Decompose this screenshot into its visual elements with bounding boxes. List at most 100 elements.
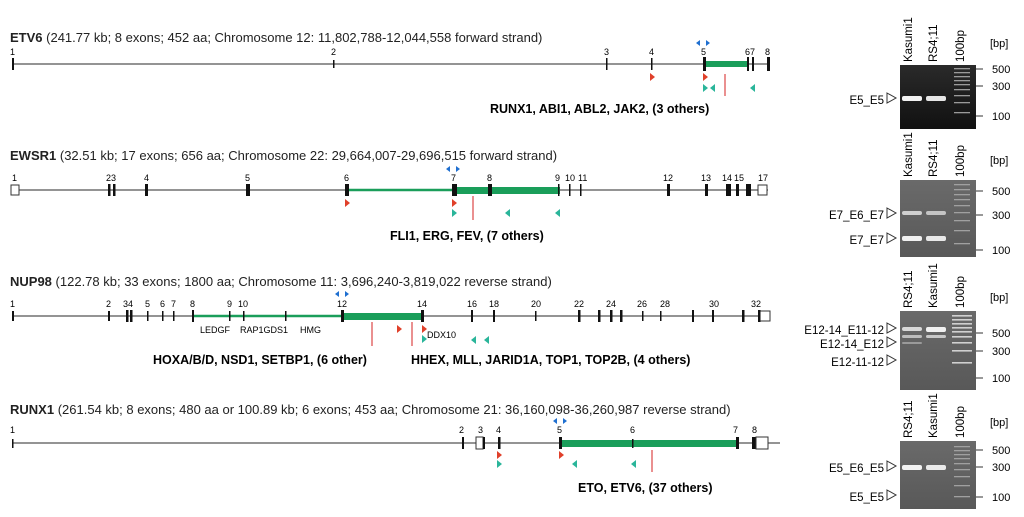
- fusion-partners: FLI1, ERG, FEV, (7 others): [390, 229, 544, 243]
- exon: [471, 310, 473, 322]
- exon: [736, 184, 739, 196]
- lane-label: Kasumi1: [928, 393, 940, 438]
- band-label: E12-14_E11-12: [804, 325, 884, 337]
- forward-primer-icon: [422, 335, 427, 343]
- exon: [493, 310, 495, 322]
- gene-name: NUP98: [10, 274, 52, 289]
- exon-label: 8: [752, 425, 757, 435]
- band-label: E5_E6_E5: [829, 463, 884, 475]
- exon: [598, 310, 601, 322]
- bp-unit-label: [bp]: [990, 292, 1008, 304]
- fusion-partners-2: HHEX, MLL, JARID1A, TOP1, TOP2B, (4 othe…: [411, 353, 690, 367]
- exon: [173, 311, 175, 321]
- gel-band: [902, 327, 922, 331]
- band-arrow-icon: [886, 460, 898, 472]
- domain-label: HMG: [300, 325, 321, 335]
- lane-label: 100bp: [955, 276, 967, 308]
- exon: [692, 310, 694, 322]
- gel-panel-runx1: RS4;11 Kasumi1 100bp [bp] 500 300 100 E5…: [829, 393, 1010, 509]
- lane-label: RS4;11: [928, 24, 940, 62]
- reverse-primer-icon: [555, 209, 560, 217]
- band-label: E5_E5: [849, 95, 884, 107]
- exon-label: 11: [578, 173, 587, 183]
- fusion-region: [342, 313, 422, 320]
- fusion-region: [456, 187, 560, 194]
- ladder-label: 100: [992, 492, 1010, 504]
- exon-3: [606, 58, 608, 70]
- exon-label: 1: [10, 47, 15, 57]
- gel-panel-ewsr1: Kasumi1 RS4;11 100bp [bp] 500 300 100 E7…: [829, 132, 1010, 257]
- exon-label: 1: [10, 299, 15, 309]
- exon-label: 5: [245, 173, 250, 183]
- exon: [246, 184, 250, 196]
- gel-band: [902, 236, 922, 241]
- exon: [535, 311, 537, 321]
- exon-label: 4: [496, 425, 501, 435]
- gene-details: (261.54 kb; 8 exons; 480 aa or 100.89 kb…: [57, 402, 731, 417]
- exon-label: 17: [758, 173, 768, 183]
- fusion-partners: RUNX1, ABI1, ABL2, JAK2, (3 others): [490, 102, 709, 116]
- gel-band: [902, 96, 922, 101]
- gel-band: [926, 327, 946, 332]
- band-arrow-icon: [886, 336, 898, 348]
- forward-primer-icon: [397, 325, 402, 333]
- exon-label: 3: [604, 47, 609, 57]
- forward-primer-icon: [650, 73, 655, 81]
- exon-label: 6: [344, 173, 349, 183]
- gel-band: [926, 335, 946, 338]
- exon: [285, 311, 287, 321]
- gel-panel-etv6: Kasumi1 RS4;11 100bp [bp] 500 300 100 E5…: [849, 17, 1010, 129]
- exon-label: 16: [467, 299, 477, 309]
- probe-marker-icon: [446, 166, 460, 172]
- gene-name: EWSR1: [10, 148, 57, 163]
- reverse-primer-icon: [572, 460, 577, 468]
- ladder-label: 500: [992, 186, 1010, 198]
- exon: [620, 310, 623, 322]
- exon-label: 3: [478, 425, 483, 435]
- exon-label: 7: [733, 425, 738, 435]
- domain-label: DDX10: [427, 330, 456, 340]
- exon-6: [632, 439, 634, 448]
- exon: [569, 184, 571, 196]
- exon-3b: [483, 437, 485, 449]
- gel-band: [926, 211, 946, 215]
- exon-label: 14: [417, 299, 427, 309]
- exon: [229, 311, 231, 321]
- exon-7: [736, 437, 739, 449]
- ladder-label: 100: [992, 373, 1010, 385]
- domain-label: LEDGF: [200, 325, 231, 335]
- exon-label: 4: [144, 173, 149, 183]
- exon-5: [703, 57, 706, 71]
- lane-label: RS4;11: [903, 400, 915, 438]
- reverse-primer-icon: [631, 460, 636, 468]
- reverse-primer-icon: [710, 84, 715, 92]
- exon: [580, 184, 582, 196]
- domain-label: RAP1GDS1: [240, 325, 288, 335]
- exon: [705, 184, 708, 196]
- gel-band: [902, 211, 922, 215]
- exon: [452, 184, 457, 196]
- exon-32: [759, 310, 771, 322]
- fusion-region: [705, 61, 749, 67]
- etv6-header: ETV6 (241.77 kb; 8 exons; 452 aa; Chromo…: [10, 30, 542, 45]
- exon-label: 20: [531, 299, 541, 309]
- exon: [12, 311, 14, 321]
- exon-8-utr: [755, 436, 769, 450]
- exon-label: 8: [765, 47, 770, 57]
- gene-name: ETV6: [10, 30, 43, 45]
- exon-label: 2: [459, 425, 464, 435]
- band-arrow-icon: [886, 92, 898, 104]
- reverse-primer-icon: [484, 336, 489, 344]
- exon: [712, 310, 714, 322]
- exon-2: [333, 60, 335, 68]
- exon: [558, 184, 560, 196]
- lane-label: Kasumi1: [903, 132, 915, 177]
- ladder-label: 300: [992, 210, 1010, 222]
- exon-label: 1: [10, 425, 15, 435]
- exon: [726, 184, 731, 196]
- exon-label: 6: [160, 299, 165, 309]
- exon-label: 15: [734, 173, 744, 183]
- lane-label: RS4;11: [903, 270, 915, 308]
- probe-marker-icon: [335, 291, 349, 297]
- band-arrow-icon: [886, 232, 898, 244]
